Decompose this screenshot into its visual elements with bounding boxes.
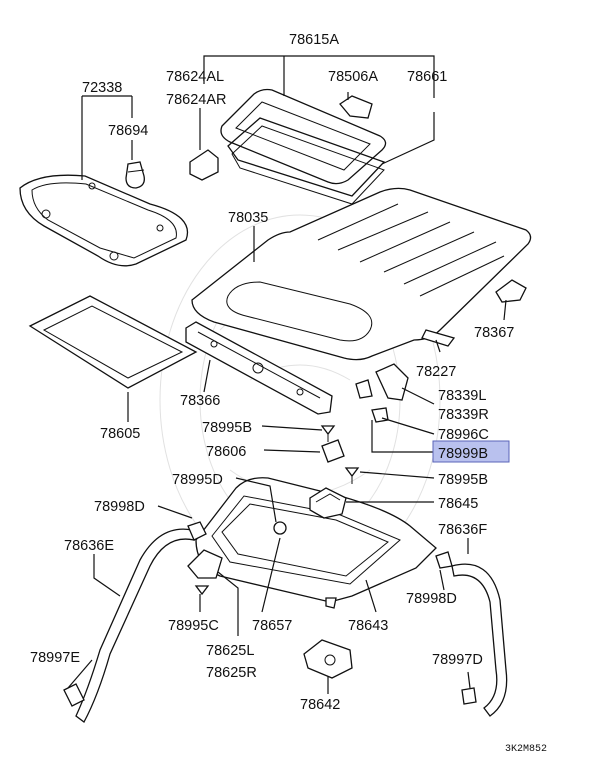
- leader-lines: [67, 55, 507, 694]
- screws-78995B: [320, 425, 360, 484]
- part-78035-roof: [191, 187, 532, 361]
- part-78606-drawing: [321, 439, 345, 463]
- label-78997E[interactable]: 78997E: [30, 650, 80, 666]
- part-78997E-drawing: [63, 683, 85, 707]
- label-78995D[interactable]: 78995D: [172, 472, 223, 488]
- label-78998D-right[interactable]: 78998D: [406, 591, 457, 607]
- label-78995C[interactable]: 78995C: [168, 618, 219, 634]
- part-78625-drawing: [187, 549, 223, 579]
- label-72338[interactable]: 72338: [82, 80, 122, 96]
- label-78606[interactable]: 78606: [206, 444, 246, 460]
- label-78636E[interactable]: 78636E: [64, 538, 114, 554]
- label-78366[interactable]: 78366: [180, 393, 220, 409]
- part-78367-drawing: [495, 279, 527, 303]
- diagram-code: 3K2M852: [505, 744, 547, 755]
- label-78995B[interactable]: 78995B: [438, 472, 488, 488]
- label-78996C[interactable]: 78996C: [438, 427, 489, 443]
- label-78367[interactable]: 78367: [474, 325, 514, 341]
- label-78661[interactable]: 78661: [407, 69, 447, 85]
- part-78642-drawing: [303, 639, 353, 679]
- part-78661-glass: [220, 88, 387, 205]
- part-78996C-drawing: [371, 407, 389, 423]
- label-78625L[interactable]: 78625L: [206, 643, 254, 659]
- part-78366-drawing: [185, 321, 333, 415]
- label-78506A[interactable]: 78506A: [328, 69, 378, 85]
- label-78625R[interactable]: 78625R: [206, 665, 257, 681]
- label-78643[interactable]: 78643: [348, 618, 388, 634]
- label-78645[interactable]: 78645: [438, 496, 478, 512]
- part-78995D-drawing: [273, 521, 287, 535]
- label-78995B-upper[interactable]: 78995B: [202, 420, 252, 436]
- label-78998D-left[interactable]: 78998D: [94, 499, 145, 515]
- label-78339R[interactable]: 78339R: [438, 407, 489, 423]
- label-78642[interactable]: 78642: [300, 697, 340, 713]
- selected-part-highlight: [432, 440, 510, 463]
- label-78657[interactable]: 78657: [252, 618, 292, 634]
- label-78997D[interactable]: 78997D: [432, 652, 483, 668]
- part-78605-drawing: [28, 295, 198, 389]
- label-78615A[interactable]: 78615A: [289, 32, 339, 48]
- part-78997D-drawing: [461, 687, 477, 705]
- part-78624AL-drawing: [189, 149, 219, 181]
- label-78624AR[interactable]: 78624AR: [166, 92, 226, 108]
- label-78999B[interactable]: 78999B: [438, 446, 488, 462]
- label-78605[interactable]: 78605: [100, 426, 140, 442]
- part-78694-drawing: [125, 161, 145, 189]
- label-78694[interactable]: 78694: [108, 123, 148, 139]
- part-78506A-drawing: [339, 95, 373, 119]
- part-78645-drawing: [309, 487, 347, 519]
- part-78995C-drawing: [194, 585, 210, 596]
- part-78636F-hose: [435, 551, 508, 717]
- part-78643-tray: [195, 477, 437, 609]
- part-78227-drawing: [421, 329, 456, 347]
- label-78035[interactable]: 78035: [228, 210, 268, 226]
- label-78624AL[interactable]: 78624AL: [166, 69, 224, 85]
- label-78227[interactable]: 78227: [416, 364, 456, 380]
- label-78636F[interactable]: 78636F: [438, 522, 487, 538]
- part-78339-drawing: [355, 363, 409, 401]
- part-labels: 78615A 72338 78624AL 78624AR 78506A 7866…: [30, 32, 547, 755]
- label-78339L[interactable]: 78339L: [438, 388, 486, 404]
- part-78636E-hose: [75, 521, 207, 723]
- part-72338-drawing: [19, 174, 188, 267]
